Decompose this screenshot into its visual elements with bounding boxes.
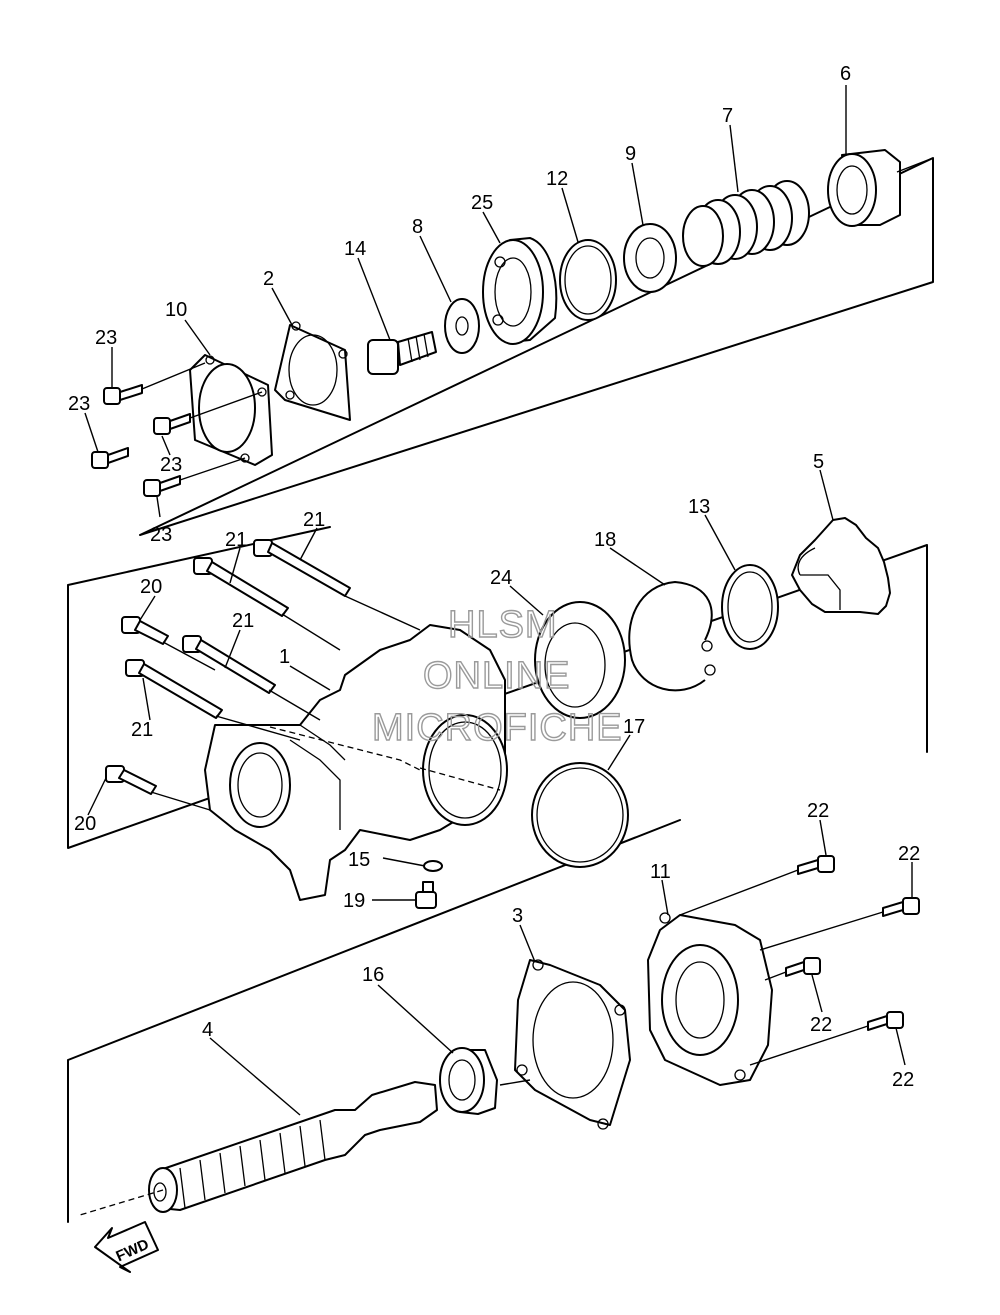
callout-labels: 6 7 9 12 25 8 14 2 10 23 23 23 23 5 13 1…	[68, 63, 920, 1091]
washer-part	[444, 298, 480, 354]
long-bolts	[105, 539, 351, 795]
o-ring-17	[531, 762, 629, 868]
callout-7: 7	[722, 105, 733, 127]
spring-part	[682, 180, 810, 267]
callout-5: 5	[813, 451, 824, 473]
callout-23c: 23	[160, 454, 182, 476]
group-frame-top	[139, 157, 934, 536]
callout-9: 9	[625, 143, 636, 165]
callout-4: 4	[202, 1019, 213, 1041]
bearing-part	[482, 237, 558, 345]
bolt-part	[367, 331, 437, 375]
shaft-part	[148, 1081, 438, 1213]
callout-22c: 22	[810, 1014, 832, 1036]
small-bolts-22	[785, 855, 920, 1031]
callout-18: 18	[594, 529, 616, 551]
callout-6: 6	[840, 63, 851, 85]
svg-text:ONLINE: ONLINE	[423, 655, 570, 697]
callout-22a: 22	[807, 800, 829, 822]
callout-20b: 20	[74, 813, 96, 835]
callout-24: 24	[490, 567, 512, 589]
svg-text:HLSM: HLSM	[448, 604, 558, 646]
housing-part	[204, 624, 508, 901]
drain-plug-19	[415, 881, 437, 909]
gear-part	[791, 517, 891, 615]
callout-23b: 23	[68, 393, 90, 415]
snap-ring-part	[628, 581, 716, 692]
small-bolts-23	[91, 384, 191, 497]
callout-17: 17	[623, 716, 645, 738]
callout-leaders	[84, 85, 913, 1116]
callout-19: 19	[343, 890, 365, 912]
callout-20a: 20	[140, 576, 162, 598]
o-ring-part	[559, 239, 617, 321]
callout-14: 14	[344, 238, 366, 260]
callout-10: 10	[165, 299, 187, 321]
callout-21a: 21	[303, 509, 325, 531]
callout-8: 8	[412, 216, 423, 238]
callout-13: 13	[688, 496, 710, 518]
callout-25: 25	[471, 192, 493, 214]
o-ring-13	[721, 564, 779, 650]
callout-3: 3	[512, 905, 523, 927]
callout-22d: 22	[892, 1069, 914, 1091]
bearing-housing-part	[647, 912, 773, 1086]
callout-1: 1	[279, 646, 290, 668]
gasket-3	[514, 959, 631, 1130]
callout-22b: 22	[898, 843, 920, 865]
seal-ring-part	[623, 223, 677, 293]
callout-11: 11	[650, 861, 671, 883]
callout-21c: 21	[232, 610, 254, 632]
callout-23a: 23	[95, 327, 117, 349]
cover-plate-part	[189, 354, 273, 466]
fwd-direction-arrow: FWD	[94, 1221, 159, 1273]
callout-21d: 21	[131, 719, 153, 741]
callout-21b: 21	[225, 529, 247, 551]
oil-seal-part	[439, 1047, 498, 1115]
bearing-24	[534, 601, 626, 719]
gasket-part	[274, 321, 351, 421]
washer-15	[423, 860, 443, 872]
svg-text:MICROFICHE: MICROFICHE	[372, 707, 623, 749]
callout-16: 16	[362, 964, 384, 986]
callout-15: 15	[348, 849, 370, 871]
callout-2: 2	[263, 268, 274, 290]
watermark: HLSM ONLINE MICROFICHE	[371, 603, 623, 749]
callout-23d: 23	[150, 524, 172, 546]
callout-12: 12	[546, 168, 568, 190]
coupler-part	[827, 149, 901, 227]
